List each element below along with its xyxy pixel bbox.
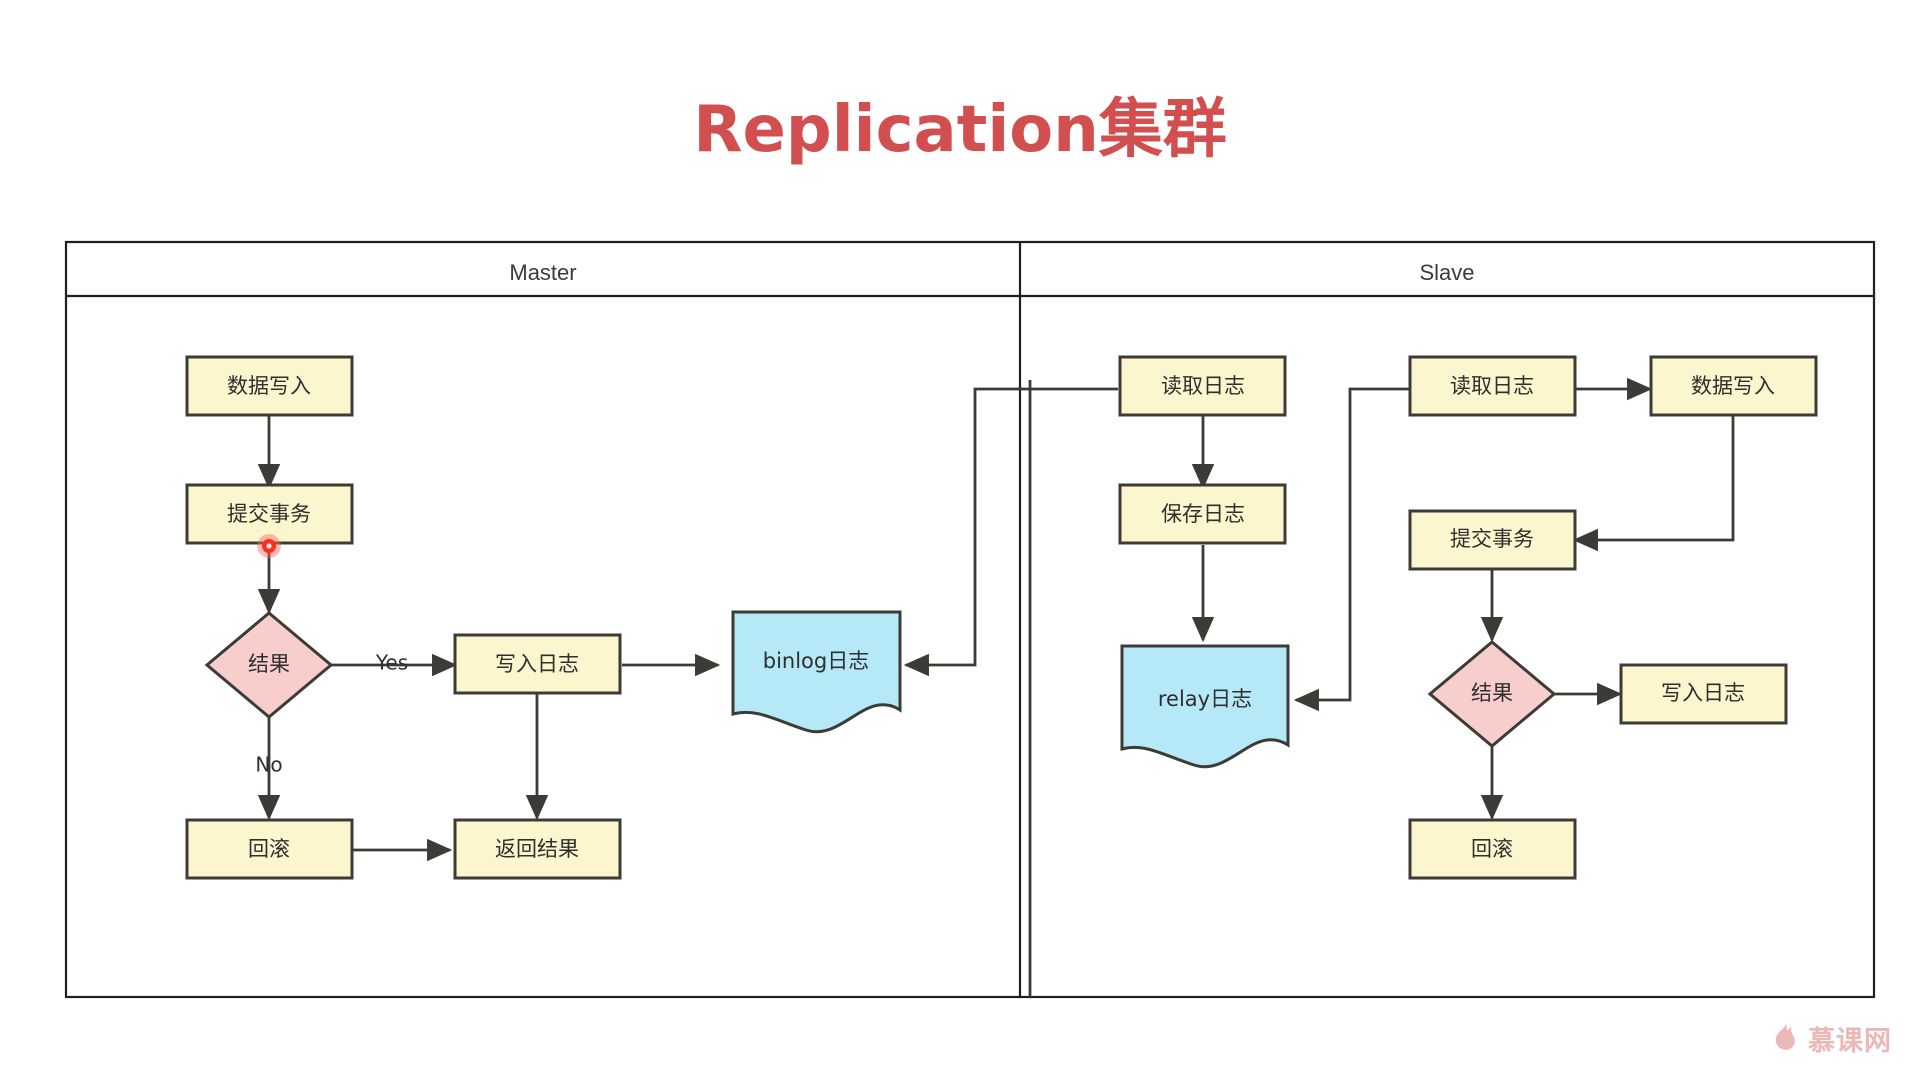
- node-label: 数据写入: [1691, 374, 1775, 398]
- edge-slave-readlog-to-binlog: [903, 387, 1118, 677]
- node-master-write-log[interactable]: 写入日志: [453, 633, 622, 695]
- node-label: 提交事务: [227, 502, 311, 526]
- breakpoint-marker[interactable]: [257, 534, 281, 558]
- edge-label-master-no: No: [255, 753, 282, 777]
- node-label: 回滚: [1471, 837, 1513, 861]
- node-label: 回滚: [248, 837, 290, 861]
- node-master-rollback[interactable]: 回滚: [185, 818, 354, 880]
- node-label: 结果: [1471, 681, 1513, 705]
- node-label: 写入日志: [495, 652, 579, 676]
- node-master-commit-tx[interactable]: 提交事务: [185, 483, 354, 545]
- node-master-binlog-document[interactable]: binlog日志: [731, 610, 902, 734]
- node-label: 数据写入: [227, 374, 311, 398]
- node-slave-rollback[interactable]: 回滚: [1408, 818, 1577, 880]
- lane-title-slave: Slave: [1419, 260, 1474, 285]
- node-label: 写入日志: [1661, 681, 1745, 705]
- lane-title-master: Master: [509, 260, 576, 285]
- node-slave-read-log-io[interactable]: 读取日志: [1118, 355, 1287, 417]
- node-label: relay日志: [1158, 687, 1252, 711]
- node-slave-result-decision[interactable]: 结果: [1427, 640, 1557, 748]
- lane-container: [64, 240, 1876, 999]
- node-slave-data-write[interactable]: 数据写入: [1649, 355, 1818, 417]
- node-label: binlog日志: [763, 649, 870, 673]
- watermark: 慕课网: [1770, 1019, 1892, 1058]
- node-label: 保存日志: [1161, 502, 1245, 526]
- flame-icon: [1770, 1020, 1800, 1057]
- node-slave-read-log-sql[interactable]: 读取日志: [1408, 355, 1577, 417]
- node-master-data-write[interactable]: 数据写入: [185, 355, 354, 417]
- node-slave-relay-log-document[interactable]: relay日志: [1120, 644, 1290, 769]
- watermark-text: 慕课网: [1808, 1026, 1892, 1057]
- edge-slave-datawrite-to-commit: [1572, 415, 1735, 552]
- node-label: 结果: [248, 652, 290, 676]
- edge-label-master-yes: Yes: [375, 651, 408, 675]
- node-label: 读取日志: [1450, 374, 1534, 398]
- edge-slave-readlogsql-to-relaylog: [1293, 387, 1410, 712]
- node-label: 读取日志: [1161, 374, 1245, 398]
- node-master-return-result[interactable]: 返回结果: [453, 818, 622, 880]
- node-master-result-decision[interactable]: 结果: [204, 611, 334, 719]
- node-slave-write-log[interactable]: 写入日志: [1619, 663, 1788, 725]
- node-label: 返回结果: [495, 837, 579, 861]
- node-slave-save-log[interactable]: 保存日志: [1118, 483, 1287, 545]
- node-label: 提交事务: [1450, 527, 1534, 551]
- page-title: Replication集群: [693, 93, 1227, 167]
- node-slave-commit-tx[interactable]: 提交事务: [1408, 509, 1577, 571]
